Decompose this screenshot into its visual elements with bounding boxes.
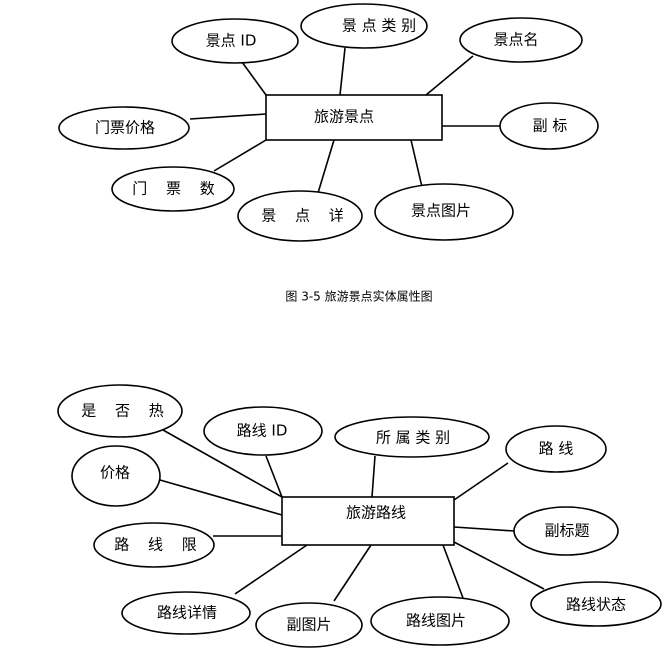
attribute-spot-id: 景点 ID <box>206 32 257 50</box>
attribute-route-image: 路线图片 <box>406 612 466 630</box>
connector-line <box>425 55 474 96</box>
attribute-ellipse <box>57 384 183 438</box>
attribute-ellipse <box>300 3 428 49</box>
attribute-ellipse <box>93 522 215 568</box>
attribute-ellipse <box>374 183 514 241</box>
connector-line <box>333 544 372 602</box>
connector-line <box>453 526 515 532</box>
attribute-ellipse <box>237 190 363 242</box>
attribute-ellipse <box>255 602 363 648</box>
attribute-ellipse <box>71 445 161 507</box>
connector-line <box>317 139 335 194</box>
attribute-is-hot: 是 否 热 <box>81 402 171 420</box>
entity-box <box>265 94 443 141</box>
connector-line <box>234 544 308 595</box>
attribute-spot-image: 景点图片 <box>411 202 471 220</box>
connector-line <box>159 479 283 516</box>
attribute-route-detail: 路线详情 <box>157 604 217 622</box>
attribute-ellipse <box>499 102 599 150</box>
attribute-spot-detail: 景 点 详 <box>261 207 351 225</box>
entity-label: 旅游路线 <box>346 504 406 522</box>
connector-line <box>442 544 464 599</box>
attribute-ellipse <box>530 581 662 627</box>
attribute-route: 路 线 <box>539 440 574 458</box>
attribute-ellipse <box>370 596 510 646</box>
attribute-ticket-price: 门票价格 <box>95 119 155 137</box>
connector-line <box>265 455 283 498</box>
attribute-ellipse <box>459 17 583 63</box>
connector-line <box>241 61 267 96</box>
connector-line <box>453 462 509 501</box>
attribute-route-status: 路线状态 <box>566 596 626 614</box>
figure-caption: 图 3-5 旅游景点实体属性图 <box>285 289 432 304</box>
attribute-ellipse <box>505 425 607 473</box>
attribute-subtitle: 副 标 <box>533 117 568 135</box>
connector-line <box>213 139 267 172</box>
attribute-route-limit: 路 线 限 <box>114 536 204 554</box>
entity-box <box>281 496 455 546</box>
attribute-ellipse <box>334 416 490 458</box>
attribute-ellipse <box>111 166 235 212</box>
connector-line <box>339 47 346 96</box>
attribute-spot-category: 景 点 类 别 <box>342 17 416 35</box>
entity-label: 旅游景点 <box>314 108 374 126</box>
attribute-spot-name: 景点名 <box>493 31 538 49</box>
connector-line <box>453 541 545 590</box>
attribute-ellipse <box>513 506 619 556</box>
attribute-sub-image: 副图片 <box>286 616 331 634</box>
attribute-ticket-count: 门 票 数 <box>132 180 222 198</box>
connector-line <box>410 139 423 188</box>
attribute-category: 所 属 类 别 <box>376 429 450 447</box>
diagram-tour-route: 旅游路线 是 否 热 路线 ID 所 属 类 别 路 线 价格 副标题 路 线 … <box>57 384 662 648</box>
connector-line <box>162 429 283 498</box>
attribute-ellipse <box>58 106 190 150</box>
attribute-ellipse <box>171 18 299 64</box>
attribute-subtitle: 副标题 <box>544 522 589 540</box>
attribute-ellipse <box>121 591 251 635</box>
attribute-ellipse <box>203 406 323 456</box>
diagram-tourist-spot: 旅游景点 景点 ID 景 点 类 别 景点名 门票价格 副 标 门 票 数 景 … <box>58 3 599 304</box>
connector-line <box>371 455 376 498</box>
connector-line <box>189 113 267 120</box>
attribute-price: 价格 <box>100 464 130 482</box>
attribute-route-id: 路线 ID <box>237 422 288 440</box>
